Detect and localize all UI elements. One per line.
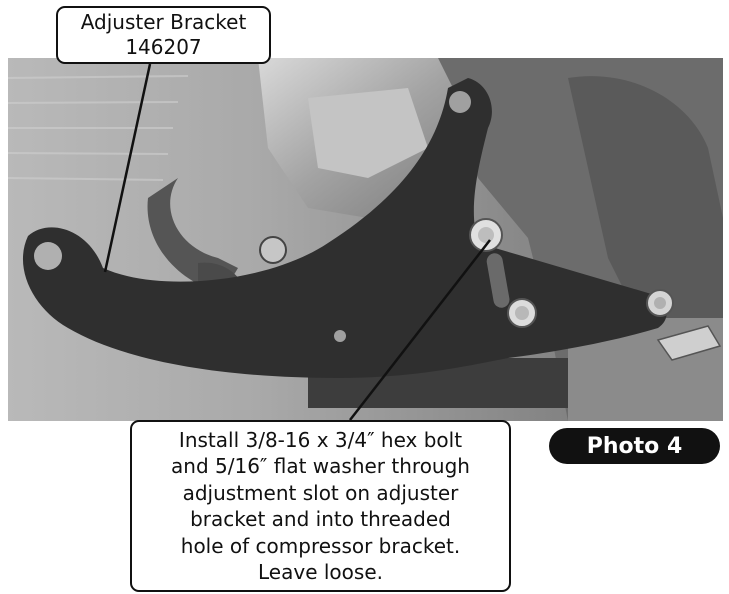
instruction-line: adjustment slot on adjuster <box>182 480 459 505</box>
engine-bracket-photo <box>8 58 723 421</box>
photo-number-badge: Photo 4 <box>549 428 720 464</box>
instruction-callout: Install 3/8-16 x 3/4″ hex bolt and 5/16″… <box>130 420 511 592</box>
instruction-line: Leave loose. <box>258 560 383 584</box>
instruction-line: and 5/16″ flat washer through <box>171 454 470 478</box>
part-number: 146207 <box>125 35 202 59</box>
badge-label: Photo 4 <box>586 433 683 459</box>
adjuster-bracket-callout: Adjuster Bracket 146207 <box>56 6 271 64</box>
callout-title: Adjuster Bracket <box>80 10 247 34</box>
instruction-line: Install 3/8-16 x 3/4″ hex bolt <box>178 427 463 452</box>
instruction-line: bracket and into threaded <box>190 507 451 531</box>
instruction-line: hole of compressor bracket. <box>180 533 461 558</box>
